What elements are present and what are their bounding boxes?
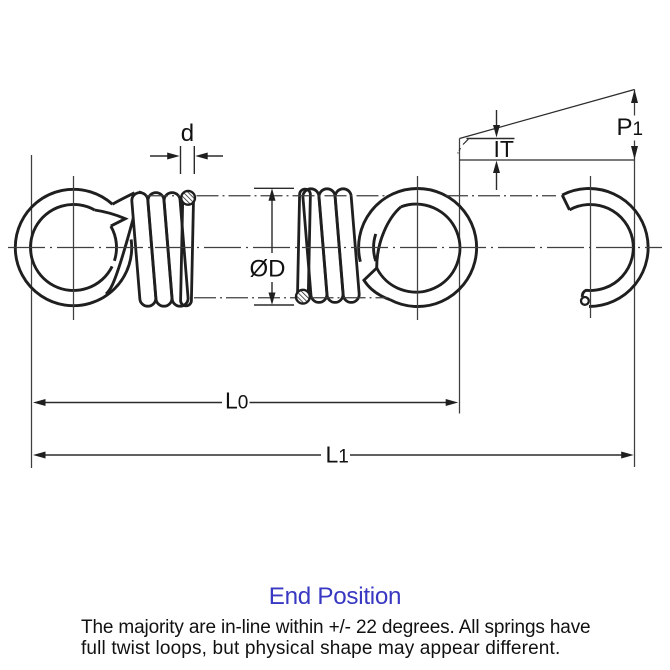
svg-text:ØD: ØD [250,256,286,283]
svg-text:P1: P1 [617,114,644,141]
svg-text:IT: IT [494,136,514,162]
svg-text:L0: L0 [225,388,248,414]
svg-text:L1: L1 [326,442,349,468]
svg-text:d: d [181,120,194,147]
